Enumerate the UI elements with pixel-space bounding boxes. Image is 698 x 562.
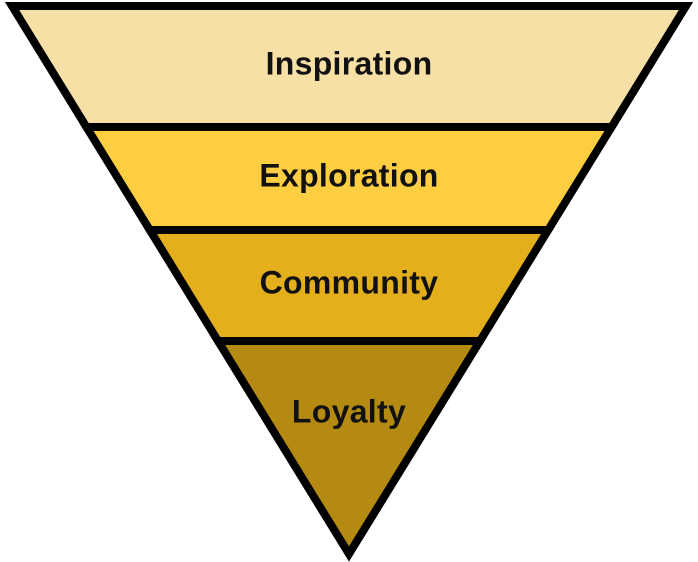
stage-exploration-label: Exploration	[259, 157, 438, 193]
funnel-stages	[4, 1, 694, 562]
stage-loyalty-shape	[210, 337, 488, 562]
stage-community-label: Community	[260, 264, 439, 300]
stage-inspiration-label: Inspiration	[266, 45, 433, 81]
stage-loyalty-label: Loyalty	[292, 393, 406, 429]
funnel-labels: Inspiration Exploration Community Loyalt…	[259, 45, 438, 429]
